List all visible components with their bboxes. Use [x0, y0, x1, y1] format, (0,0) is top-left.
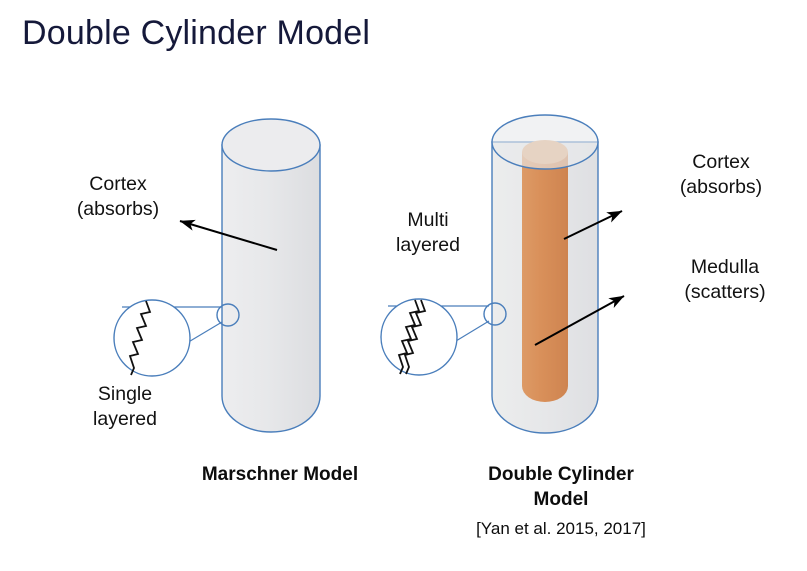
- right-inner-medulla-body: [522, 152, 568, 402]
- left-magnifier-anchor-circle: [216, 303, 240, 327]
- right-cortex-arrow: [563, 210, 623, 240]
- left-cuticle-single-layer-line: [128, 300, 152, 376]
- right-cylinder-group: [491, 114, 599, 434]
- citation-reference: [Yan et al. 2015, 2017]: [476, 519, 646, 538]
- right-medulla-arrow: [534, 295, 625, 346]
- label-single-layered: Single layered: [93, 383, 157, 430]
- left-magnifier-circle: [113, 299, 191, 377]
- left-cylinder-top-cap: [221, 118, 321, 172]
- right-cuticle-multi-layer-line-outer: [397, 299, 421, 375]
- left-cylinder-group: [221, 118, 321, 433]
- right-outer-cylinder-top-cap: [491, 114, 599, 170]
- caption-marschner-model: Marschner Model: [201, 464, 359, 485]
- right-magnifier-anchor-circle: [483, 302, 507, 326]
- left-cortex-arrow: [179, 219, 278, 251]
- label-multi-layered: Multi layered: [396, 209, 460, 256]
- label-medulla-right: Medulla (scatters): [684, 256, 766, 303]
- page-title: Double Cylinder Model: [22, 14, 371, 52]
- label-cortex-right: Cortex (absorbs): [679, 151, 763, 198]
- label-cortex-left: Cortex (absorbs): [76, 173, 160, 220]
- left-cylinder-body: [221, 144, 321, 433]
- right-cuticle-multi-layer-line-inner: [403, 299, 427, 375]
- caption-double-cylinder-model: Double Cylinder Model: [488, 464, 634, 510]
